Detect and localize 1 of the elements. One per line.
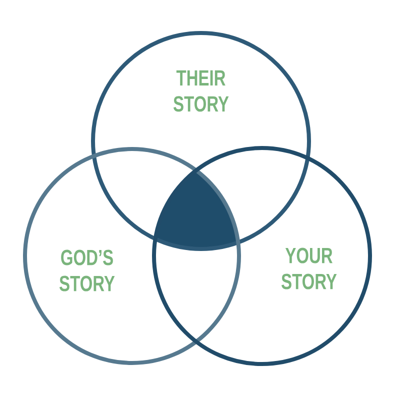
overlap-region [155, 170, 238, 249]
